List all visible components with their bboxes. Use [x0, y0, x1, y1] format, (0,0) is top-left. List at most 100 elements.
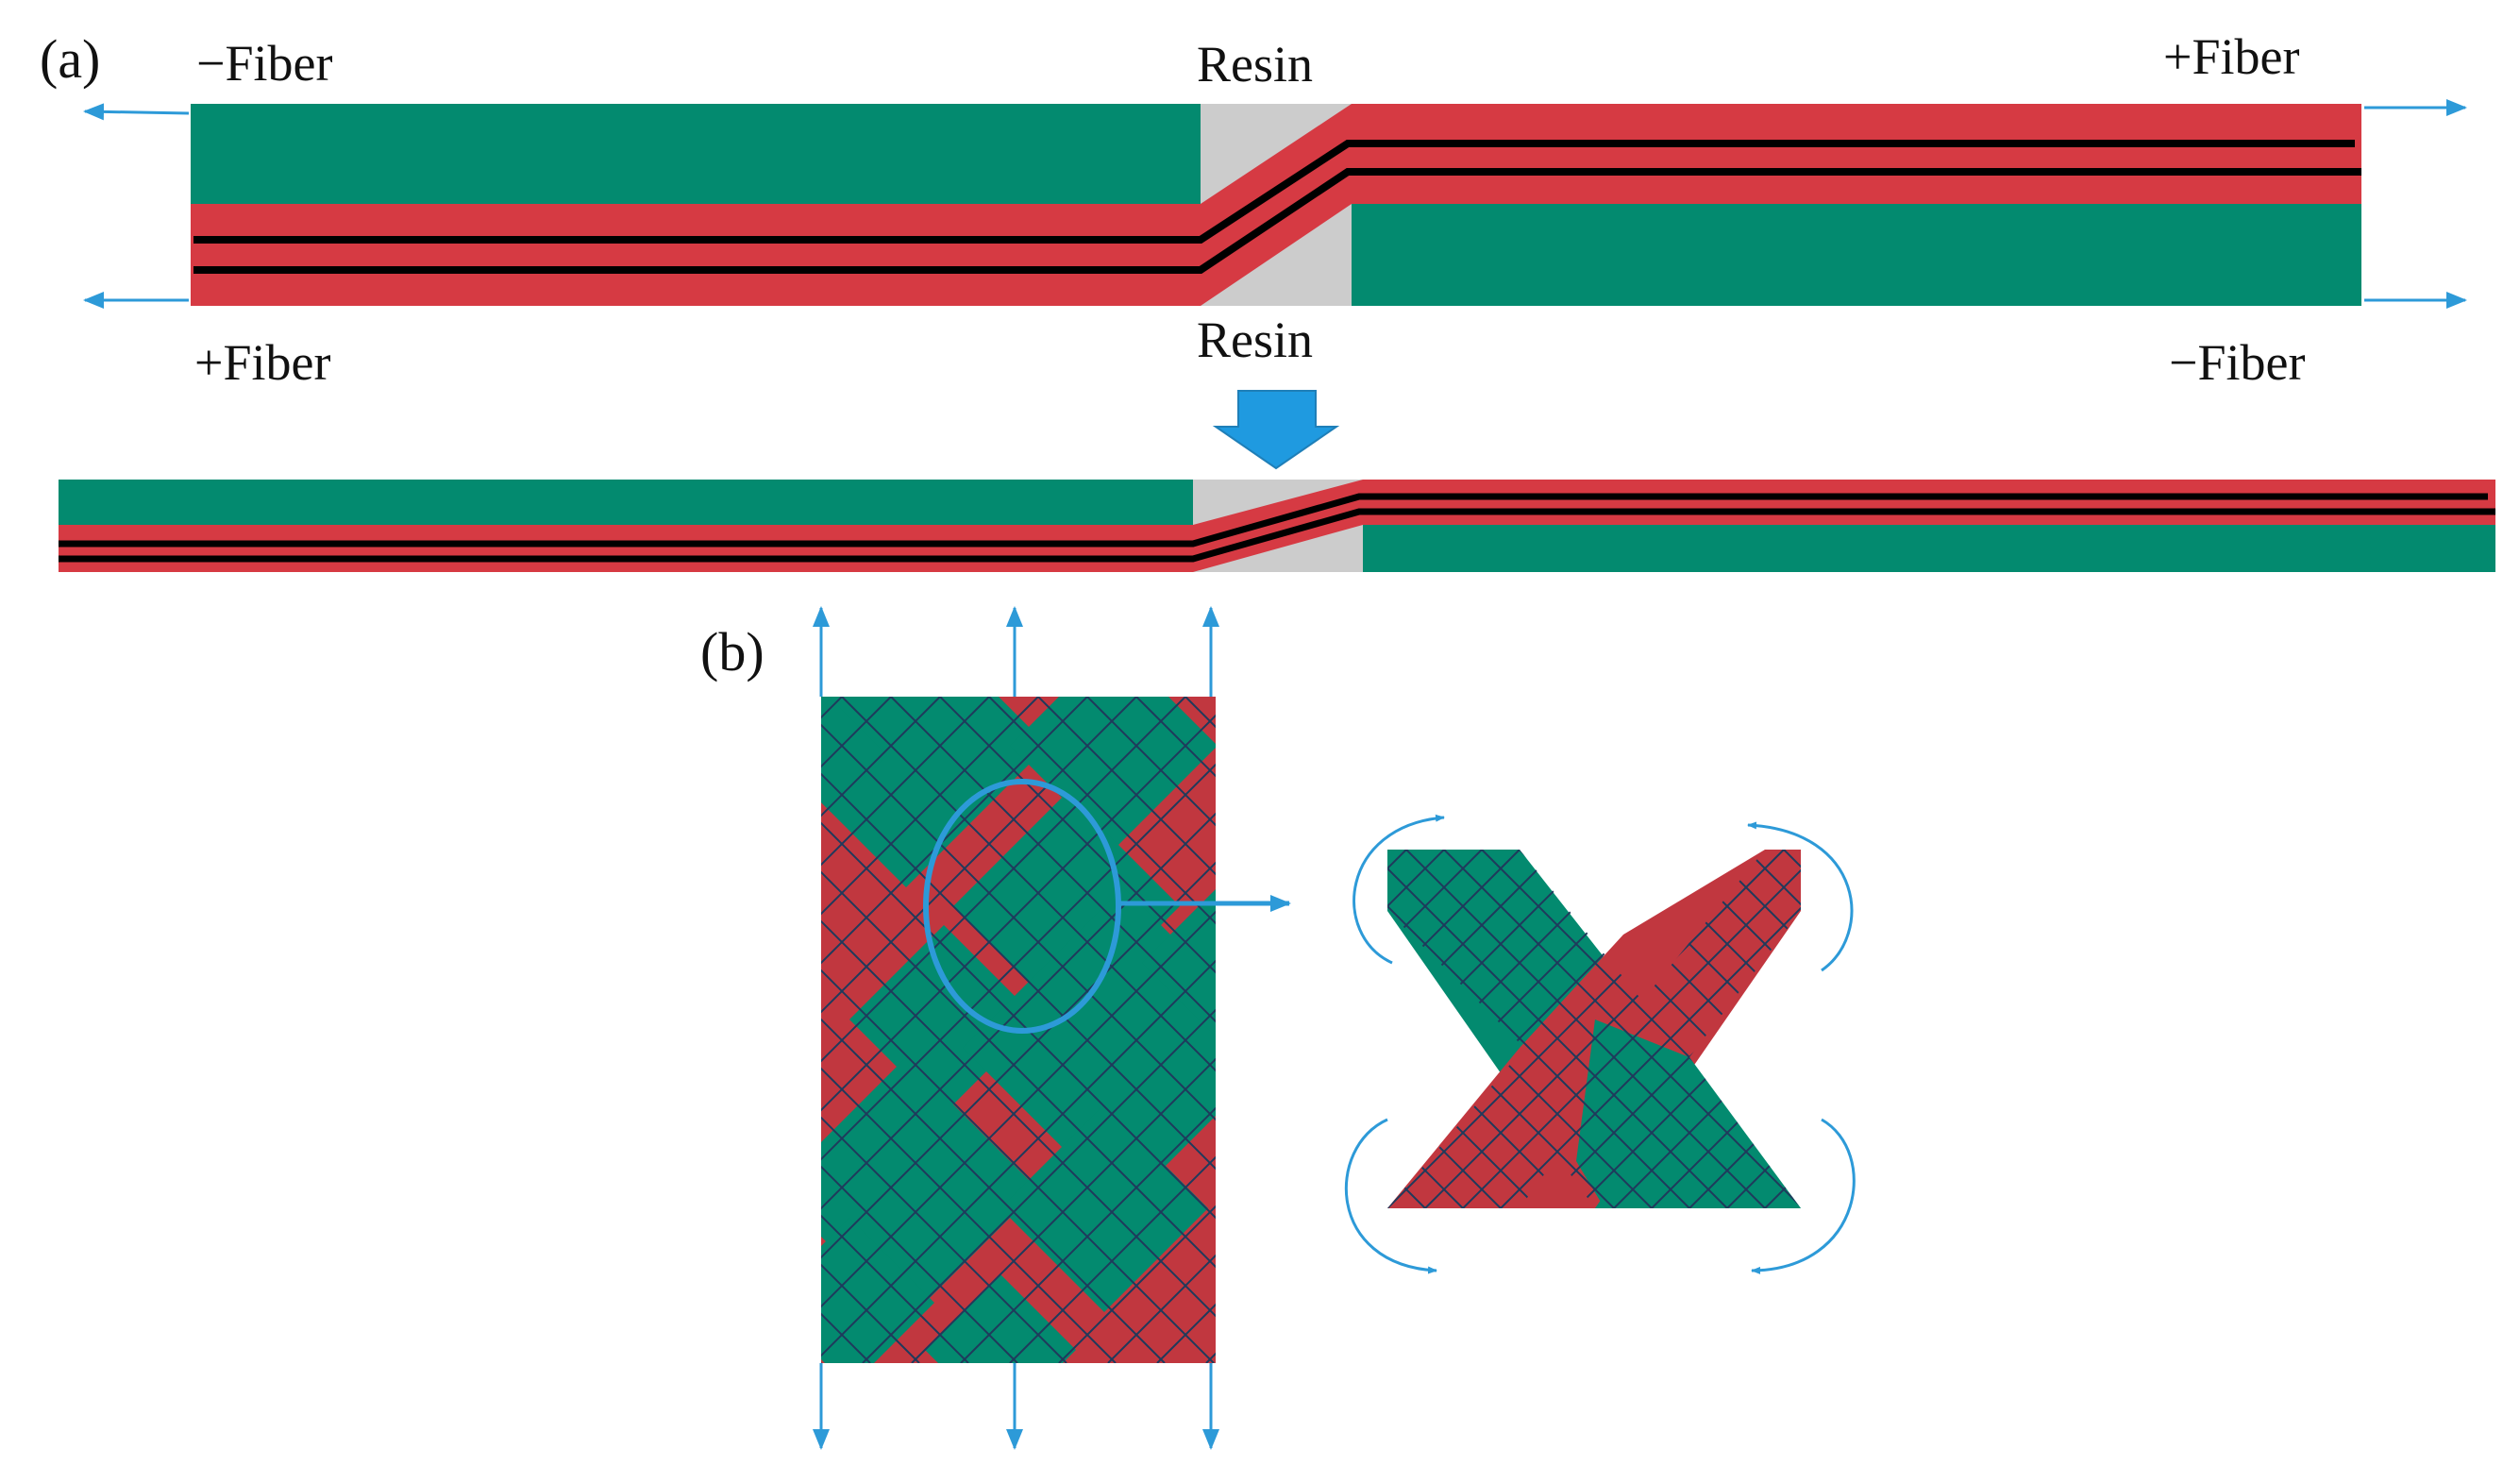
- mesh-line: [1783, 850, 1801, 1208]
- tension-arrow-top-left: [83, 103, 190, 121]
- fiber-line-1: [193, 140, 2355, 244]
- green-tile: [1010, 697, 1216, 850]
- mesh-line: [821, 697, 892, 768]
- mesh-line: [2010, 850, 2369, 1208]
- mesh-line: [2124, 850, 2482, 1208]
- mesh-line: [2048, 850, 2407, 1208]
- mesh-line: [28, 697, 695, 1363]
- mesh-line: [2086, 850, 2444, 1208]
- mesh-line: [1935, 850, 2293, 1208]
- mesh-line: [988, 697, 1216, 925]
- mesh-line: [821, 697, 843, 719]
- mesh-line: [0, 697, 302, 1363]
- label-bottom-left-fiber: +Fiber: [194, 334, 330, 391]
- green-tile: [821, 699, 887, 812]
- mesh-line: [1387, 850, 1558, 1208]
- mesh-line: [0, 697, 253, 1363]
- rotation-arrow-top-left: [1352, 814, 1445, 965]
- crossing-detail: [1387, 850, 2482, 1208]
- mesh-line: [821, 697, 1088, 965]
- mesh-line: [1443, 850, 1801, 1208]
- mesh-line: [841, 697, 1216, 1072]
- mesh-line: [862, 1008, 1216, 1363]
- mesh-line: [821, 870, 1216, 1269]
- fiber-line-compressed-1: [59, 493, 2488, 548]
- mesh-line: [1823, 697, 2490, 1363]
- mesh-line: [1086, 697, 1216, 827]
- label-top-right-fiber: +Fiber: [2163, 28, 2299, 85]
- mesh-line: [821, 697, 941, 817]
- laminate-strip-top: [191, 104, 2361, 306]
- mesh-line: [1387, 850, 1483, 1208]
- mesh-line: [821, 1116, 1067, 1363]
- mesh-line: [1405, 850, 1766, 1208]
- mesh-line: [1424, 850, 1785, 1208]
- mesh-line: [911, 1057, 1216, 1363]
- mesh-line: [821, 697, 1137, 1014]
- mesh-line: [1873, 697, 2520, 1363]
- mesh-line: [0, 697, 155, 1363]
- mesh-line: [821, 697, 1186, 1063]
- mesh-line: [1387, 850, 1690, 1208]
- mesh-line: [0, 697, 204, 1363]
- mesh-line: [0, 697, 596, 1363]
- mesh-line: [0, 697, 547, 1363]
- mesh-line: [890, 697, 1216, 1023]
- mesh-line: [821, 723, 1216, 1121]
- mesh-line: [1859, 850, 2218, 1208]
- green-tile: [925, 1274, 1076, 1363]
- down-arrow-icon: [1212, 390, 1340, 470]
- mesh-line: [960, 1106, 1216, 1363]
- green-tiles: [821, 697, 1216, 1363]
- label-bottom-right-fiber: −Fiber: [2169, 334, 2305, 391]
- mesh-line: [0, 697, 400, 1363]
- mesh-line: [126, 697, 793, 1363]
- fiber-line-compressed-2: [59, 508, 2495, 563]
- mesh-line: [821, 969, 1215, 1363]
- mesh-line: [1764, 850, 1801, 1208]
- mesh-line: [821, 1067, 1117, 1363]
- mesh-line: [821, 1312, 871, 1363]
- mesh-line: [0, 697, 351, 1363]
- mesh-line: [821, 1018, 1166, 1363]
- mesh-line: [1009, 1155, 1216, 1363]
- mesh-line: [821, 772, 1216, 1171]
- panel-tension-arrows: [813, 606, 1219, 1450]
- panel-b-label: (b): [700, 621, 764, 682]
- rotation-arrow-bottom-left: [1344, 1118, 1437, 1274]
- rotation-arrow-top-right: [1747, 821, 1854, 972]
- mesh-line: [821, 1165, 1018, 1363]
- mesh-line: [1774, 697, 2441, 1363]
- green-tile: [1000, 1104, 1208, 1312]
- mesh-line: [1676, 697, 2343, 1363]
- zoom-ellipse: [923, 779, 1121, 1034]
- mesh-line: [821, 697, 1039, 916]
- green-fiber-layer-left: [191, 104, 1201, 204]
- mesh-line: [1387, 850, 1728, 1208]
- green-fiber-layer-left-compressed: [59, 480, 1193, 527]
- mesh-line: [1500, 850, 1801, 1208]
- green-fiber-layer-right-compressed: [1363, 525, 2495, 572]
- mesh-line: [0, 697, 449, 1363]
- label-resin-bottom: Resin: [1197, 312, 1313, 368]
- green-tile: [1142, 889, 1216, 1036]
- mesh-line: [0, 697, 646, 1363]
- red-fiber-layer: [191, 104, 2361, 306]
- label-resin-top: Resin: [1197, 36, 1313, 93]
- mesh-line: [821, 959, 1216, 1357]
- mesh-line: [1707, 850, 1801, 1208]
- mesh-line: [1058, 1205, 1216, 1363]
- mesh-line: [77, 697, 744, 1363]
- mesh-line: [821, 1214, 969, 1363]
- mesh-line: [1627, 697, 2293, 1363]
- mesh-line: [821, 919, 1216, 1318]
- mesh-line: [821, 714, 1216, 1112]
- mesh-line: [1037, 697, 1216, 876]
- mesh-line: [1973, 850, 2331, 1208]
- mesh-line: [821, 697, 990, 867]
- mesh-line: [1897, 850, 2256, 1208]
- woven-panel: [0, 697, 2520, 1363]
- mesh-line: [1670, 850, 1801, 1208]
- rotation-arrow-bottom-right: [1751, 1118, 1856, 1274]
